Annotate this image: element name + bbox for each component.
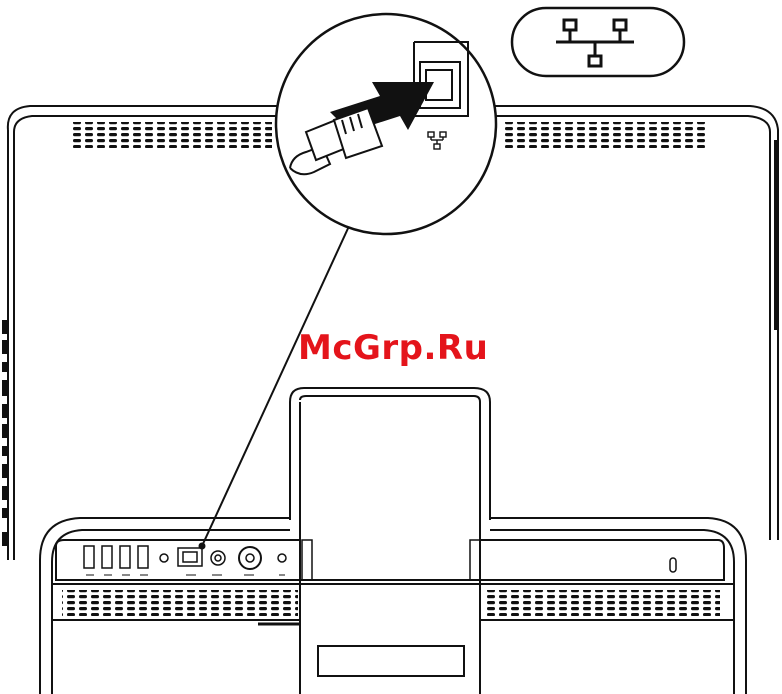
network-badge bbox=[512, 8, 684, 76]
callout bbox=[199, 224, 351, 550]
usb-port bbox=[102, 546, 112, 568]
usb-port bbox=[138, 546, 148, 568]
tv-antenna-port bbox=[239, 547, 261, 569]
usb-port bbox=[84, 546, 94, 568]
zoom-detail bbox=[276, 14, 496, 234]
rear-ports bbox=[84, 540, 676, 580]
audio-in-port bbox=[160, 554, 168, 562]
watermark-text: McGrp.Ru bbox=[298, 328, 488, 368]
stand bbox=[290, 388, 490, 694]
usb-port bbox=[120, 546, 130, 568]
side-buttons bbox=[2, 320, 8, 546]
bottom-vents-left bbox=[62, 590, 298, 616]
power-port bbox=[211, 551, 225, 565]
bottom-vents-right bbox=[484, 590, 720, 616]
network-port bbox=[178, 548, 202, 566]
audio-out-port bbox=[278, 554, 286, 562]
